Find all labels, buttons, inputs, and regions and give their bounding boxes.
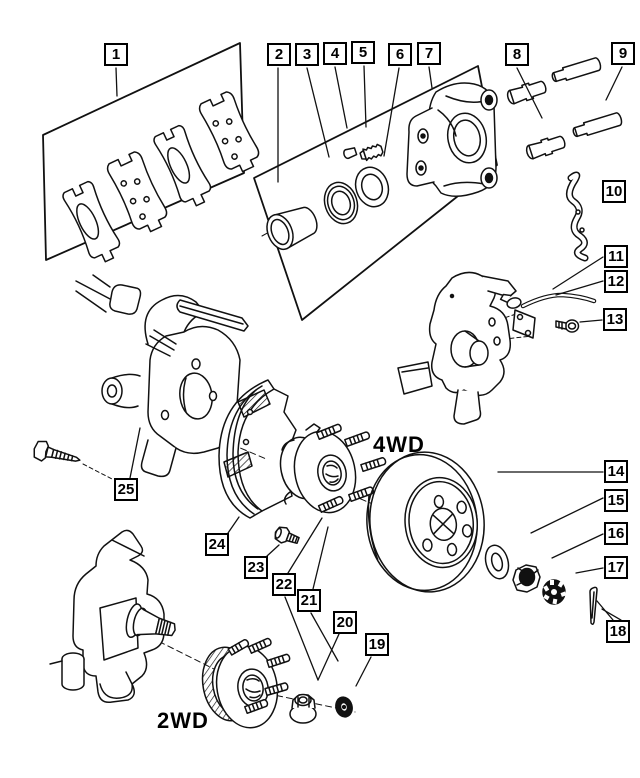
callout-7: 7 — [417, 42, 441, 65]
nut-retainer — [542, 579, 567, 605]
callout-10: 10 — [602, 180, 626, 203]
callout-23: 23 — [244, 556, 268, 579]
knuckle-4wd — [397, 271, 517, 425]
bleeder-cap — [343, 147, 358, 160]
callout-13: 13 — [603, 308, 627, 331]
knuckle-left — [75, 274, 249, 478]
hub-bearing-2wd — [201, 637, 291, 729]
callout-25: 25 — [114, 478, 138, 501]
callout-2: 2 — [267, 43, 291, 66]
bleeder-screw — [359, 143, 384, 162]
hub-bearing-4wd — [279, 423, 387, 514]
caliper-body — [406, 82, 498, 197]
hub-nut-2wd — [289, 693, 317, 724]
brake-pad-set — [42, 42, 260, 263]
callout-21: 21 — [297, 589, 321, 612]
anti-rattle-clip — [566, 171, 589, 262]
callout-3: 3 — [295, 43, 319, 66]
callout-6: 6 — [388, 43, 412, 66]
callout-14: 14 — [604, 460, 628, 483]
knuckle-bolt-25 — [33, 440, 81, 462]
label-2wd: 2WD — [157, 708, 209, 733]
callout-8: 8 — [505, 43, 529, 66]
callout-18: 18 — [606, 620, 630, 643]
callout-15: 15 — [604, 489, 628, 512]
callout-11: 11 — [604, 245, 628, 268]
callout-17: 17 — [604, 556, 628, 579]
callout-24: 24 — [205, 533, 229, 556]
callout-5: 5 — [351, 41, 375, 64]
callout-1: 1 — [104, 43, 128, 66]
callout-20: 20 — [333, 611, 357, 634]
dust-boot — [354, 166, 390, 208]
abs-speed-sensor — [499, 292, 597, 339]
caliper-assembly — [253, 65, 498, 321]
leader-lines — [115, 65, 623, 687]
callout-9: 9 — [611, 42, 635, 65]
hub-bolt-23 — [274, 526, 300, 545]
cotter-pin — [589, 586, 598, 626]
sensor-bolt — [555, 319, 580, 333]
callout-4: 4 — [323, 42, 347, 65]
knuckle-2wd — [49, 529, 176, 704]
callout-12: 12 — [604, 270, 628, 293]
splash-shield — [218, 379, 299, 519]
spindle-washer — [484, 544, 510, 580]
label-4wd: 4WD — [373, 432, 425, 457]
piston-seal — [323, 181, 359, 225]
callout-16: 16 — [604, 522, 628, 545]
brake-rotor-4wd — [366, 451, 485, 593]
callout-22: 22 — [272, 573, 296, 596]
caliper-piston — [266, 206, 318, 251]
caliper-guide-pins — [506, 57, 623, 160]
spindle-nut — [512, 564, 541, 593]
callout-19: 19 — [365, 633, 389, 656]
grease-cap-washer — [335, 696, 353, 718]
